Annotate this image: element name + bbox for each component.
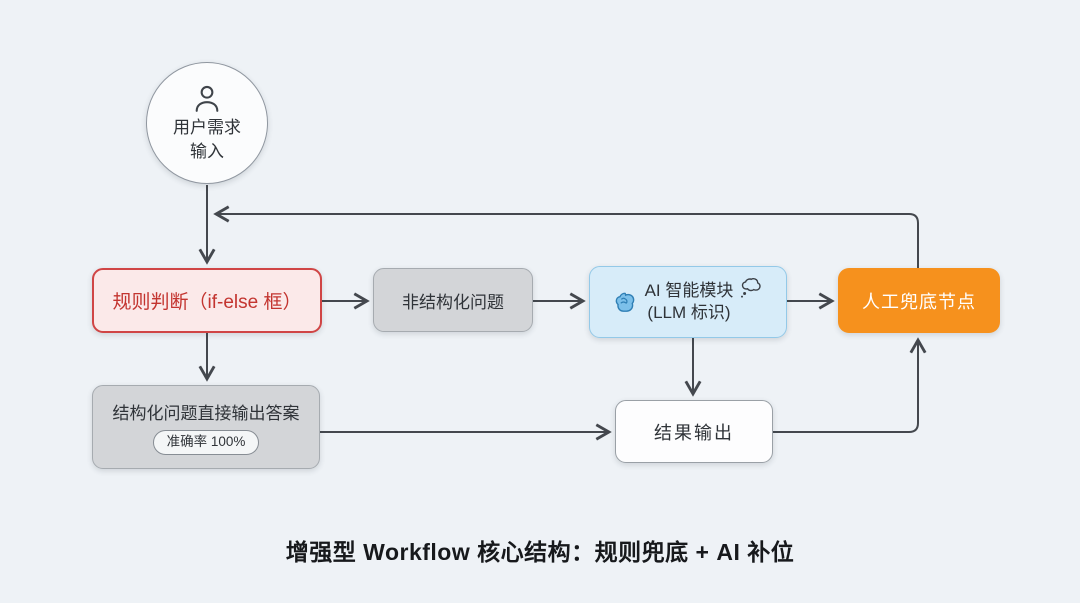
ai-module-label: AI 智能模块 (LLM 标识) [645,280,734,324]
node-manual-fallback: 人工兜底节点 [838,268,1000,333]
rule-judgment-label: 规则判断（if-else 框） [112,292,302,313]
person-icon [195,86,219,113]
structured-answer-label: 结构化问题直接输出答案 [112,404,300,424]
node-unstructured-question: 非结构化问题 [373,268,533,332]
manual-fallback-label: 人工兜底节点 [862,291,976,312]
node-structured-answer: 结构化问题直接输出答案 准确率 100% [92,385,320,469]
brain-icon [615,292,634,312]
thought-bubble-icon [741,277,762,298]
diagram-title: 增强型 Workflow 核心结构：规则兜底 + AI 补位 [285,539,795,565]
node-user-input: 用户需求 输入 [146,62,268,184]
user-input-label-line1: 用户需求 [173,118,241,138]
node-result-output: 结果输出 [615,400,773,463]
ai-module-label-line2: (LLM 标识) [647,303,731,322]
unstructured-question-label: 非结构化问题 [402,292,504,312]
accuracy-badge: 准确率 100% [152,430,260,455]
ai-module-label-line1: AI 智能模块 [644,280,734,300]
node-rule-judgment: 规则判断（if-else 框） [92,268,322,333]
result-output-label: 结果输出 [654,422,734,443]
arrow-fallback-feedback [213,205,919,268]
user-input-label-line2: 输入 [190,141,224,161]
arrow-result-to-fallback [773,337,927,433]
node-ai-module: AI 智能模块 (LLM 标识) [589,266,787,338]
